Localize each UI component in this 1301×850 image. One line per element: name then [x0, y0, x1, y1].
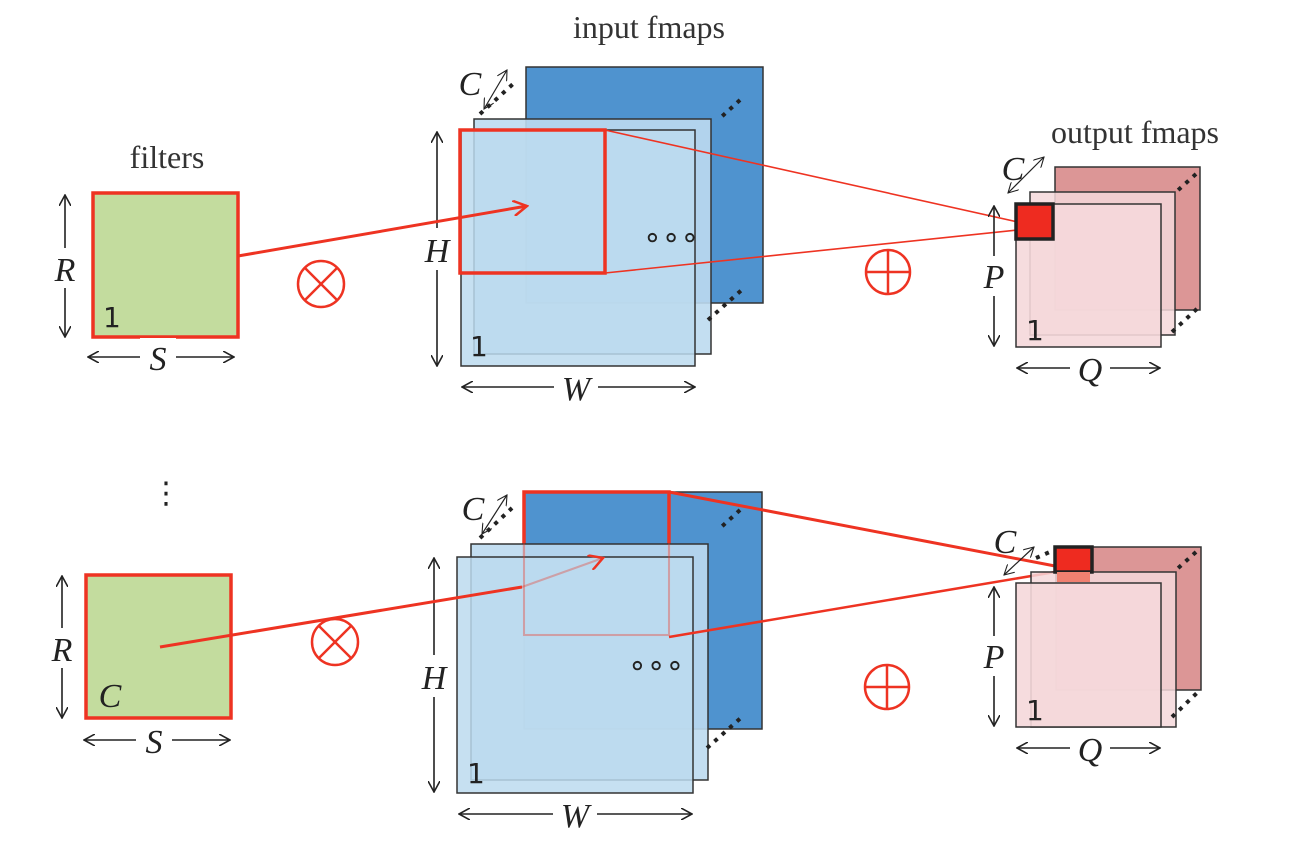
s-label-bottom: S	[146, 724, 163, 761]
p-label-bg	[976, 256, 1012, 296]
window-arrow-ghost	[521, 558, 603, 588]
q-label-bottom: Q	[1078, 732, 1103, 769]
h-label: H	[424, 233, 452, 270]
filter-channel-label: 1	[103, 301, 121, 334]
input-fmap-front	[460, 129, 696, 367]
r-label: R	[54, 252, 76, 289]
output-fmaps-title: output fmaps	[1051, 114, 1219, 150]
p-label: P	[983, 259, 1005, 296]
filter-square	[91, 191, 240, 339]
output-depth-dots-top	[1174, 172, 1198, 194]
r-label-bottom: R	[51, 632, 73, 669]
input-depth-dots	[706, 285, 747, 322]
output-pixel	[1014, 202, 1055, 241]
receptive-window	[458, 128, 607, 275]
filter-square-bottom	[84, 573, 233, 720]
w-label-bg-bottom	[553, 795, 597, 833]
w-label: W	[562, 371, 593, 408]
ellipsis-glyph-bottom: ∘∘∘	[628, 648, 684, 683]
projection-line-top-bottom	[668, 490, 1056, 568]
output-pixel-shadow-bottom	[1057, 572, 1090, 582]
multiply-icon	[296, 259, 346, 309]
c-label-input: C	[459, 66, 482, 103]
p-label-bottom: P	[983, 639, 1005, 676]
filter-channel-label-bottom: C	[99, 678, 122, 715]
top-row: input fmaps filters output fmaps 1 R S C…	[48, 9, 1219, 408]
q-label-bg	[1070, 350, 1110, 388]
vertical-ellipsis: ⋮	[151, 476, 181, 511]
p-label-bg-bottom	[976, 636, 1012, 676]
output-channel-label: 1	[1026, 314, 1044, 347]
add-icon	[864, 248, 912, 296]
projection-line-bottom-bottom	[668, 570, 1056, 639]
output-depth-dots-bottom	[1170, 688, 1202, 719]
filters-title: filters	[130, 139, 205, 175]
add-icon-bottom	[863, 663, 911, 711]
h-label-bg	[417, 228, 457, 270]
r-label-bg-bottom	[45, 628, 79, 668]
q-label-bg-bottom	[1070, 730, 1110, 768]
output-pixel-bottom	[1053, 545, 1094, 574]
projection-line-top	[604, 129, 1019, 223]
c-label-output-bottom: C	[994, 524, 1017, 561]
filter-to-window-arrow-bottom	[159, 585, 523, 649]
bottom-row: C R S C ∘∘∘ 1 H W	[45, 490, 1202, 835]
s-label-bg-bottom	[136, 721, 172, 759]
w-label-bg	[554, 368, 598, 406]
q-label: Q	[1078, 352, 1103, 389]
c-label-input-bottom: C	[462, 491, 485, 528]
output-depth-dots	[1170, 304, 1202, 334]
s-label-bg	[140, 338, 176, 376]
output-channel-label-bottom: 1	[1026, 694, 1044, 727]
w-label-bottom: W	[561, 798, 592, 835]
multiply-icon-bottom	[310, 617, 360, 667]
ellipsis-glyph: ∘∘∘	[643, 220, 699, 255]
input-depth-dots-bottom	[705, 714, 745, 750]
input-window-ghost-bottom	[523, 491, 670, 636]
filter-to-window-arrow	[237, 206, 527, 258]
input-channel-label-bottom: 1	[467, 757, 485, 790]
output-depth-dots-top-bottom	[1174, 550, 1198, 572]
output-c-dots-bottom	[1035, 549, 1053, 560]
c-dimension-arrow-output	[1008, 157, 1044, 193]
h-label-bg-bottom	[414, 655, 454, 697]
output-fmap-front-bottom	[1015, 582, 1162, 728]
h-label-bottom: H	[421, 660, 449, 697]
r-label-bg	[48, 248, 82, 288]
input-fmap-front-bottom	[456, 556, 694, 794]
c-label-output: C	[1002, 151, 1025, 188]
s-label: S	[150, 341, 167, 378]
projection-line-bottom	[604, 229, 1019, 274]
c-dimension-arrow-output-bottom	[1004, 547, 1034, 575]
input-channel-label: 1	[470, 330, 488, 363]
c-dimension-arrow	[484, 70, 507, 109]
c-dimension-arrow-bottom	[482, 495, 507, 534]
input-fmaps-title: input fmaps	[573, 9, 725, 45]
